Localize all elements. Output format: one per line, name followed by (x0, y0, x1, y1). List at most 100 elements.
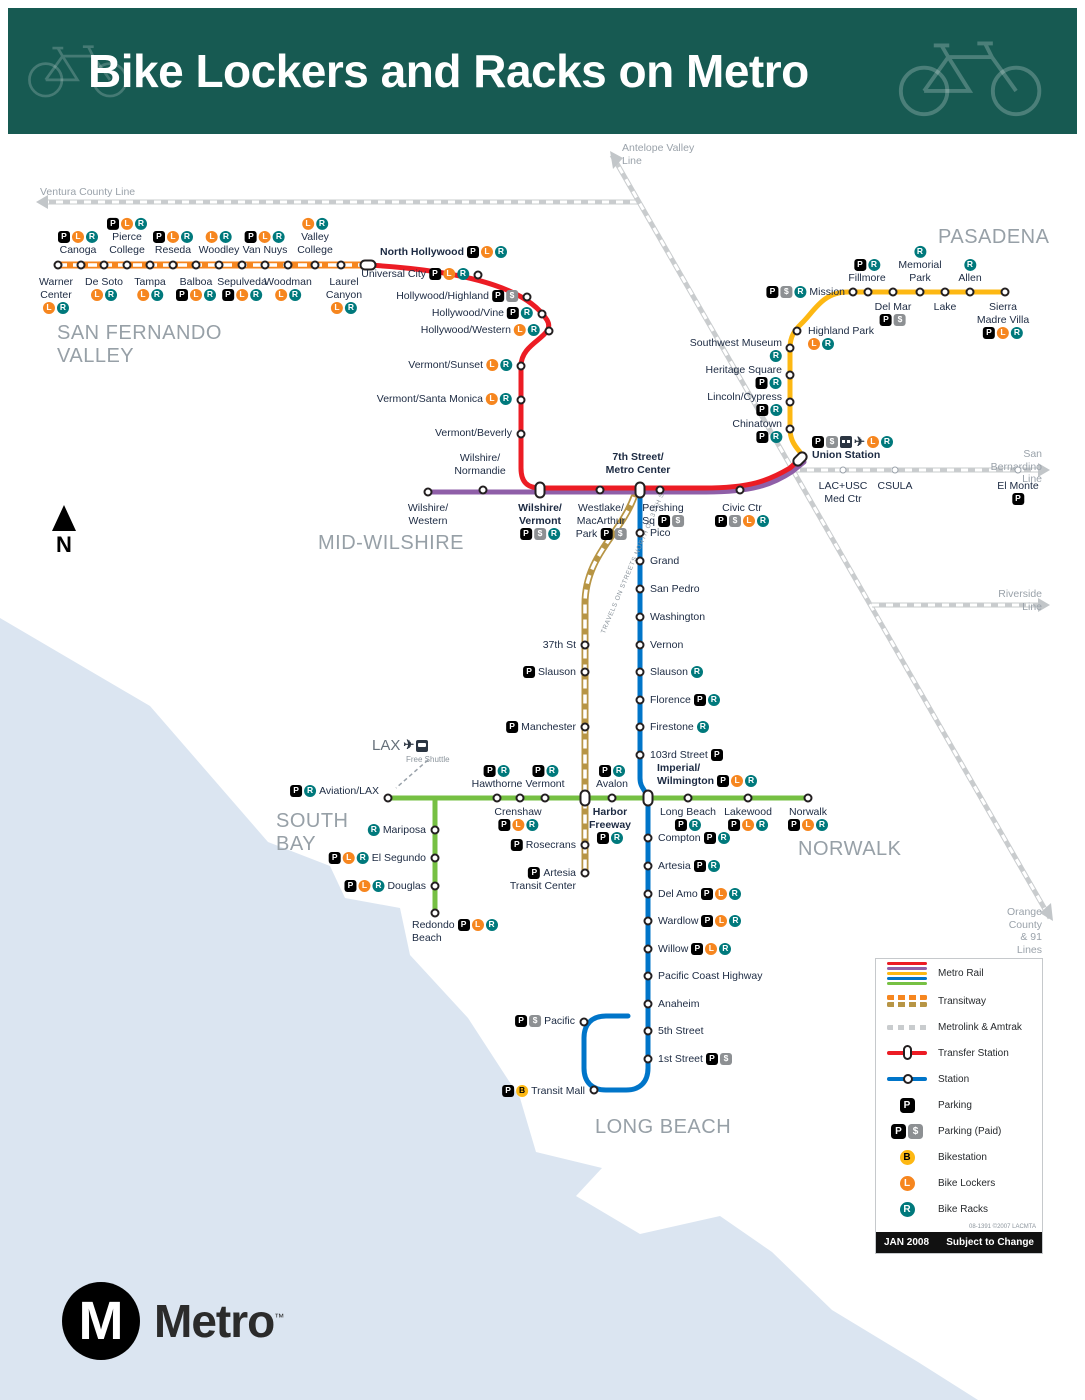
parking-symbol: P (884, 1097, 930, 1113)
parking-icon: P (290, 785, 303, 797)
station-marker (191, 260, 201, 270)
station-name: Harbor (592, 806, 628, 818)
parking-icon: P (528, 867, 541, 880)
bike-racks-icon: R (914, 245, 926, 258)
station-name: Beach (412, 932, 442, 945)
amenity-icons: P$ (879, 314, 906, 327)
amenity-icons: P (510, 839, 523, 851)
station-name: Memorial (898, 258, 942, 271)
station-marker (237, 260, 247, 270)
station-marker (580, 640, 590, 650)
station-label: 7th Street/Metro Center (606, 451, 671, 476)
B-legend-icon: B (899, 1149, 915, 1165)
station-name: Long Beach (659, 806, 717, 818)
station-name: Allen (958, 271, 982, 284)
station-marker (580, 722, 590, 732)
station-marker (595, 485, 605, 495)
station-marker (915, 287, 925, 297)
station-marker (430, 908, 440, 918)
paid-parking-icon: $ (826, 436, 838, 448)
bike-racks-icon: R (794, 286, 807, 298)
station-label: P$Pacific (515, 1015, 575, 1027)
station-name: 37th St (542, 638, 576, 651)
bike-racks-icon: R (963, 258, 976, 271)
parking-icon: P (222, 289, 234, 302)
bike-racks-icon: R (485, 919, 498, 932)
parking-icon: P (598, 764, 611, 777)
station-marker (214, 260, 224, 270)
paid-parking-icon: $ (614, 528, 627, 541)
station-marker (492, 793, 502, 803)
station-label: Free Shuttle (406, 755, 450, 764)
station-name: Laurel (329, 276, 359, 288)
bikestation-symbol: B (884, 1149, 930, 1165)
bike-racks-icon: R (756, 819, 768, 832)
paid-parking-icon: $ (893, 314, 906, 327)
station-name: Mission (809, 285, 845, 298)
bike-lockers-icon: L (342, 852, 355, 864)
parking-icon: P (728, 819, 740, 832)
station-marker (735, 485, 745, 495)
bike-lockers-icon: L (443, 268, 455, 280)
station-name: 7th Street/ (612, 450, 664, 463)
station-name: Fillmore (848, 271, 886, 284)
station-name: Canyon (325, 289, 363, 302)
station-name: San Pedro (650, 582, 700, 595)
station-name: Pico (650, 526, 671, 539)
bike-racks-icon: R (545, 764, 558, 777)
parking-icon: P (519, 528, 532, 541)
parking-icon: P (510, 839, 523, 851)
bike-lockers-icon: L (731, 775, 744, 788)
antelope-valley-orange-county-line (610, 154, 1052, 919)
parking-icon: P (983, 327, 995, 340)
station-marker (516, 361, 526, 371)
bike-racks-icon: R (356, 852, 369, 864)
parking-icon: P (756, 404, 768, 417)
station-marker (516, 395, 526, 405)
parking-icon: P (756, 431, 768, 444)
station-marker (260, 260, 270, 270)
station-name: CSULA (877, 480, 913, 492)
station-name: Heritage Square (705, 364, 782, 376)
station-name: Washington (650, 610, 706, 623)
north-label: N (56, 532, 72, 557)
parking-icon: P (523, 666, 536, 678)
station-name: Pacific (544, 1014, 575, 1027)
station-marker (515, 793, 525, 803)
bike-racks-icon: R (500, 359, 512, 371)
station-marker (580, 840, 590, 850)
station-name: Sepulveda (217, 276, 267, 288)
bike-racks-icon: R (689, 819, 701, 832)
station-name: Hollywood/Highland (396, 289, 489, 302)
station-marker (478, 485, 488, 495)
legend-label: Bike Lockers (938, 1177, 996, 1189)
parking-icon: P (691, 943, 704, 955)
blue-line (581, 487, 651, 1093)
bike-lockers-icon: L (72, 230, 84, 243)
